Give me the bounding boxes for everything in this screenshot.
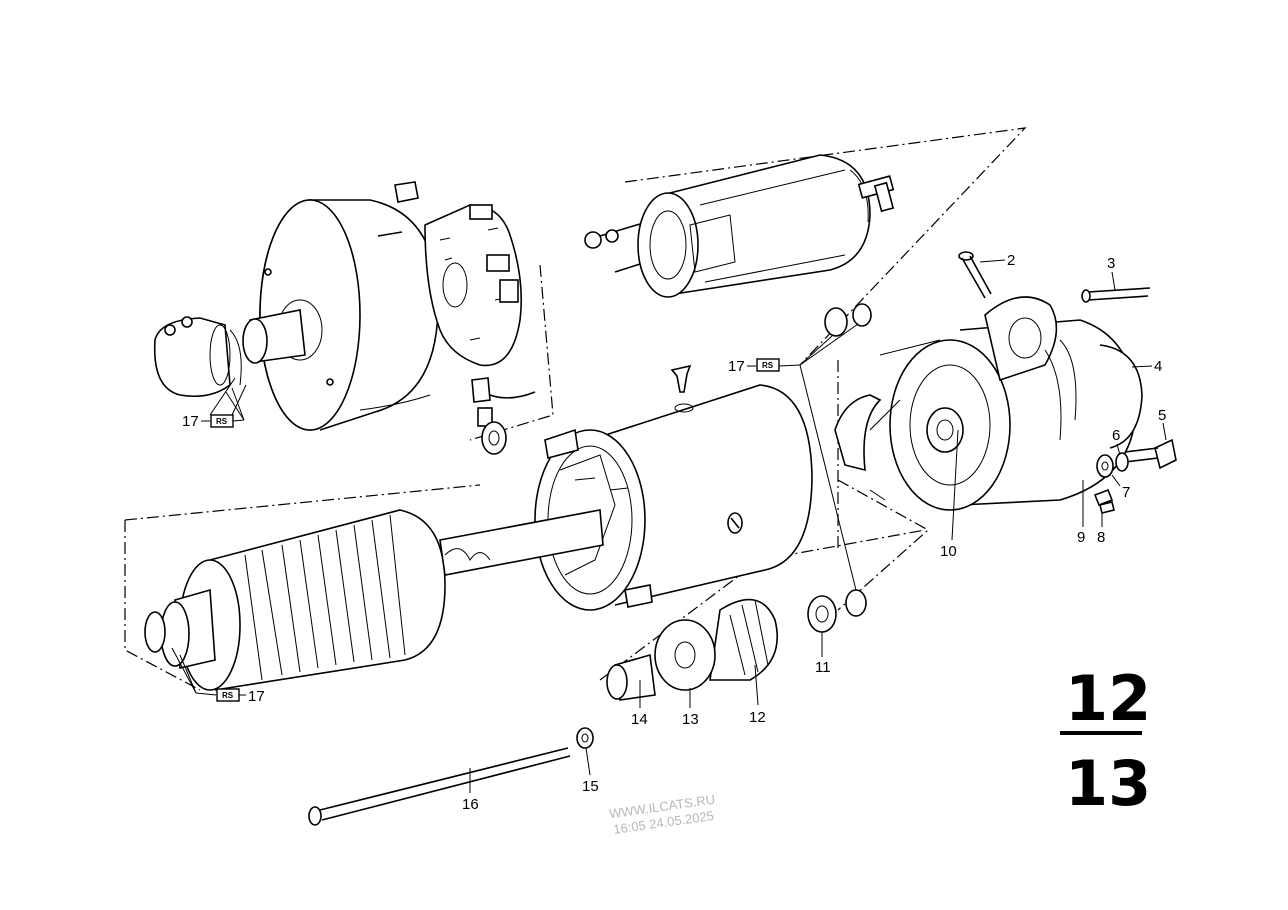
callout-4: 4 — [1154, 358, 1162, 375]
commutator-end-housing — [242, 199, 439, 431]
end-cap — [153, 316, 247, 416]
callout-15: 15 — [582, 778, 599, 795]
rs-badge-label: RS — [762, 361, 774, 370]
rs-badge-label: RS — [216, 417, 228, 426]
callout-11: 11 — [815, 659, 831, 676]
hardware-screws — [308, 251, 1177, 826]
callout-14: 14 — [631, 711, 648, 728]
callout-7: 7 — [1122, 484, 1130, 501]
field-frame — [534, 364, 813, 611]
armature — [144, 509, 604, 691]
callout-10: 10 — [940, 543, 957, 560]
callout-2: 2 — [1007, 252, 1015, 269]
callout-8: 8 — [1097, 529, 1105, 546]
callout-5: 5 — [1158, 407, 1166, 424]
callout-12: 12 — [749, 709, 766, 726]
callout-17-armature: 17 — [248, 688, 265, 705]
section-number-top: 12 — [1065, 662, 1151, 735]
leader-lines — [171, 259, 1167, 793]
watermark: WWW.ILCATS.RU 16:05 24.05.2025 — [608, 792, 716, 837]
callout-9: 9 — [1077, 529, 1085, 546]
callout-3: 3 — [1107, 255, 1115, 272]
callout-6: 6 — [1112, 427, 1120, 444]
brush-plate — [394, 181, 536, 455]
callout-17-solenoid: 17 — [728, 358, 745, 375]
callout-17-housing: 17 — [182, 413, 199, 430]
callout-13: 13 — [682, 711, 699, 728]
drive-end-bracket — [834, 296, 1143, 511]
section-number-bottom: 13 — [1065, 747, 1151, 820]
rs-badge-label: RS — [222, 691, 234, 700]
callout-16: 16 — [462, 796, 479, 813]
fraction-bar — [1060, 731, 1142, 735]
callouts: 2 3 4 5 6 7 8 9 10 11 12 13 14 15 16 17 … — [182, 252, 1166, 813]
rs-badge — [756, 358, 780, 372]
solenoid-switch — [584, 154, 895, 298]
section-number: 12 13 — [1060, 662, 1151, 820]
